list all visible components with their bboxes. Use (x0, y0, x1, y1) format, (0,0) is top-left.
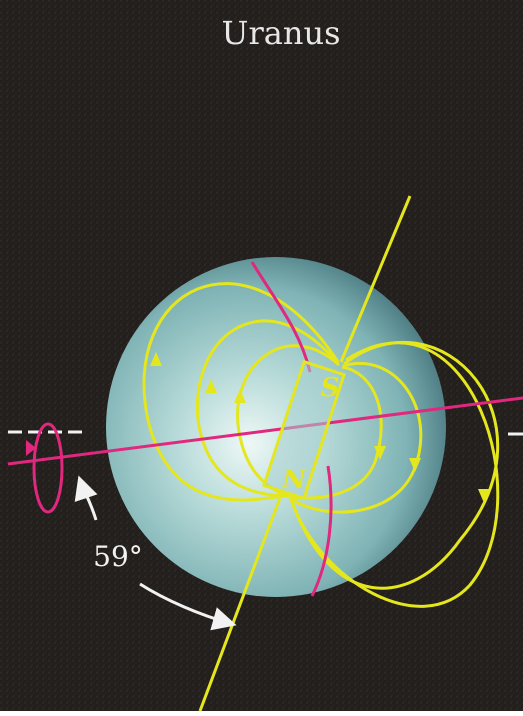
field-line-mid-right (289, 362, 423, 514)
field-line-far-right (290, 341, 500, 608)
field-line-inner-right (289, 365, 383, 500)
magnetic-axis-lower (198, 497, 282, 712)
diagram-title: Uranus (222, 14, 341, 52)
planet-uranus (106, 257, 446, 597)
rotation-axis (7, 396, 523, 466)
magnet-south-label: S (321, 373, 340, 403)
magnet-north-label: N (281, 465, 307, 495)
angle-label: 59° (93, 540, 143, 573)
meridian-lower (310, 465, 333, 597)
bar-magnet (262, 359, 346, 501)
field-line-outer-left (142, 282, 340, 502)
field-direction-arrow-icon (150, 352, 490, 503)
magnetic-axis-upper (339, 195, 412, 363)
rotation-arrow-icon (26, 422, 64, 514)
meridian-upper (250, 261, 312, 373)
angle-arrow-icon (74, 475, 98, 521)
angle-arc-lower (139, 582, 237, 631)
field-line-mid-left (195, 319, 340, 498)
